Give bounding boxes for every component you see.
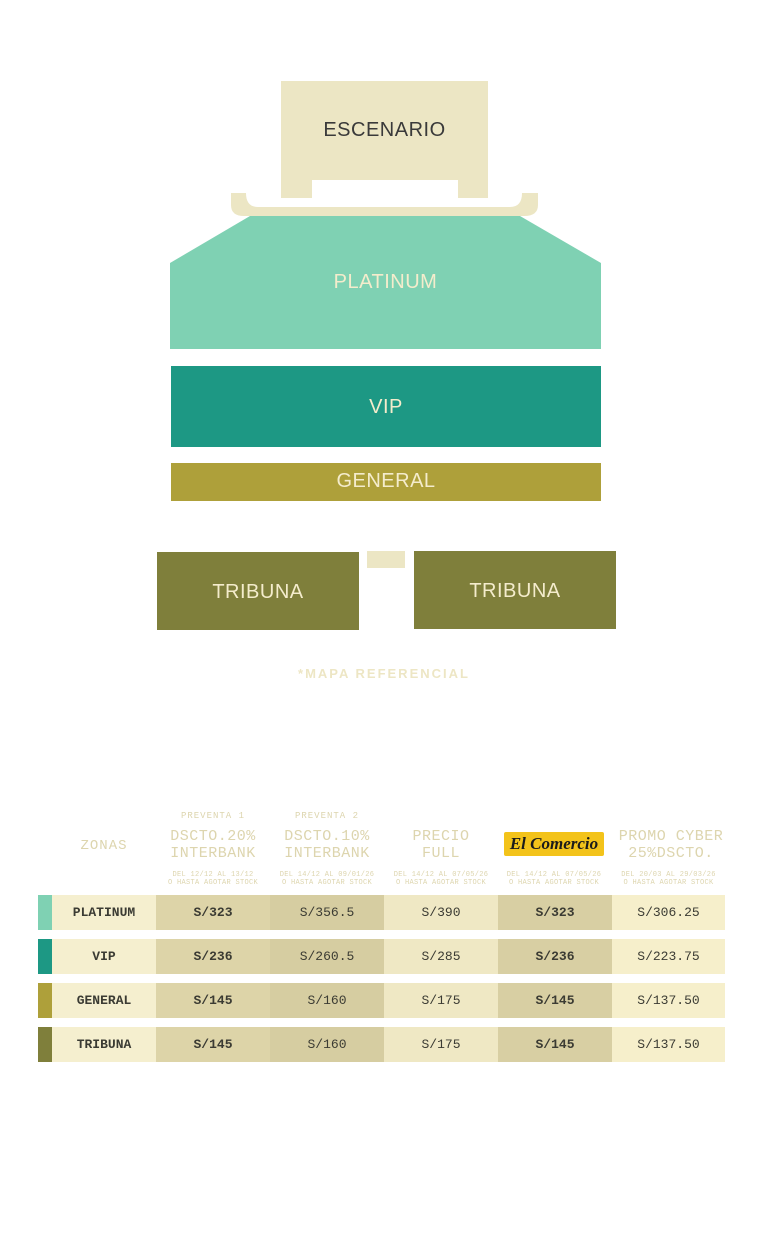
general-label: GENERAL — [336, 470, 436, 492]
col1-title: DSCTO.20% INTERBANK — [156, 828, 270, 862]
stage-label: ESCENARIO — [323, 119, 446, 141]
col3-sub-line1: DEL 14/12 AL 07/05/26 — [393, 871, 489, 879]
price-cell: S/236 — [156, 939, 270, 974]
price-cell: S/145 — [498, 1027, 612, 1062]
col5-title-line2: 25%DSCTO. — [628, 845, 714, 862]
zone-name: PLATINUM — [52, 895, 156, 930]
col4-subtitle: DEL 14/12 AL 07/05/26 O HASTA AGOTAR STO… — [498, 871, 610, 887]
venue-map: ESCENARIO PLATINUM VIP GENERAL TRIBUNA T… — [157, 81, 616, 681]
col2-title: DSCTO.10% INTERBANK — [270, 828, 384, 862]
price-cell: S/306.25 — [612, 895, 725, 930]
tribuna-right-label: TRIBUNA — [469, 580, 561, 602]
tribuna-left-label: TRIBUNA — [212, 581, 304, 603]
price-cell: S/356.5 — [270, 895, 384, 930]
vip-zone-shape[interactable] — [171, 366, 601, 447]
price-cell: S/145 — [156, 1027, 270, 1062]
price-cell: S/175 — [384, 983, 498, 1018]
col5-sub-line1: DEL 20/03 AL 29/03/26 — [621, 871, 716, 879]
price-cell: S/137.50 — [612, 1027, 725, 1062]
price-cell: S/260.5 — [270, 939, 384, 974]
col4-sub-line2: O HASTA AGOTAR STOCK — [508, 879, 599, 887]
col3-title-line1: PRECIO — [412, 828, 470, 845]
col1-sub-line1: DEL 12/12 AL 13/12 — [172, 871, 254, 879]
zone-name: GENERAL — [52, 983, 156, 1018]
tribuna-left-zone-shape[interactable] — [157, 552, 359, 630]
table-row: VIP S/236 S/260.5 S/285 S/236 S/223.75 — [38, 939, 725, 974]
vip-label: VIP — [369, 396, 403, 418]
col3-title-line2: FULL — [421, 845, 460, 862]
col2-title-line1: DSCTO.10% — [284, 828, 370, 845]
col1-sub-line2: O HASTA AGOTAR STOCK — [167, 879, 258, 887]
col1-subtitle: DEL 12/12 AL 13/12 O HASTA AGOTAR STOCK — [156, 871, 270, 887]
col1-title-line2: INTERBANK — [170, 845, 256, 862]
col3-title: PRECIO FULL — [384, 828, 498, 862]
zone-swatch-vip — [38, 939, 52, 974]
col1-pre-label: PREVENTA 1 — [180, 811, 245, 821]
stage-shape — [281, 81, 488, 198]
zonas-header: ZONAS — [80, 838, 128, 854]
col2-pre-label: PREVENTA 2 — [294, 811, 359, 821]
el-comercio-logo: El Comercio — [504, 832, 604, 856]
table-row: PLATINUM S/323 S/356.5 S/390 S/323 S/306… — [38, 895, 725, 930]
table-row: TRIBUNA S/145 S/160 S/175 S/145 S/137.50 — [38, 1027, 725, 1062]
map-note: *MAPA REFERENCIAL — [298, 666, 470, 681]
table-row: GENERAL S/145 S/160 S/175 S/145 S/137.50 — [38, 983, 725, 1018]
col2-sub-line2: O HASTA AGOTAR STOCK — [281, 879, 372, 887]
col3-subtitle: DEL 14/12 AL 07/05/26 O HASTA AGOTAR STO… — [384, 871, 498, 887]
col2-sub-line1: DEL 14/12 AL 09/01/26 — [279, 871, 375, 879]
col3-sub-line2: O HASTA AGOTAR STOCK — [395, 879, 486, 887]
control-booth-shape — [367, 551, 405, 568]
price-cell: S/390 — [384, 895, 498, 930]
col2-subtitle: DEL 14/12 AL 09/01/26 O HASTA AGOTAR STO… — [270, 871, 384, 887]
col4-sub-line1: DEL 14/12 AL 07/05/26 — [506, 871, 602, 879]
price-cell: S/160 — [270, 983, 384, 1018]
price-cell: S/323 — [498, 895, 612, 930]
venue-map-shapes — [157, 81, 616, 630]
col1-title-line1: DSCTO.20% — [170, 828, 256, 845]
price-cell: S/223.75 — [612, 939, 725, 974]
col5-title: PROMO CYBER 25%DSCTO. — [612, 828, 730, 862]
zone-name: VIP — [52, 939, 156, 974]
price-cell: S/160 — [270, 1027, 384, 1062]
tribuna-right-zone-shape[interactable] — [414, 551, 616, 629]
zone-swatch-tribuna — [38, 1027, 52, 1062]
price-cell: S/175 — [384, 1027, 498, 1062]
zone-swatch-general — [38, 983, 52, 1018]
zone-name: TRIBUNA — [52, 1027, 156, 1062]
price-cell: S/137.50 — [612, 983, 725, 1018]
price-cell: S/323 — [156, 895, 270, 930]
col5-title-line1: PROMO CYBER — [618, 828, 724, 845]
price-cell: S/236 — [498, 939, 612, 974]
col2-title-line2: INTERBANK — [284, 845, 370, 862]
col5-subtitle: DEL 20/03 AL 29/03/26 O HASTA AGOTAR STO… — [612, 871, 725, 887]
platinum-label: PLATINUM — [333, 271, 438, 293]
price-cell: S/145 — [498, 983, 612, 1018]
front-stage-shape — [231, 193, 538, 216]
zone-swatch-platinum — [38, 895, 52, 930]
price-cell: S/145 — [156, 983, 270, 1018]
platinum-zone-shape[interactable] — [170, 216, 601, 349]
price-cell: S/285 — [384, 939, 498, 974]
general-zone-shape[interactable] — [171, 463, 601, 501]
col5-sub-line2: O HASTA AGOTAR STOCK — [623, 879, 714, 887]
